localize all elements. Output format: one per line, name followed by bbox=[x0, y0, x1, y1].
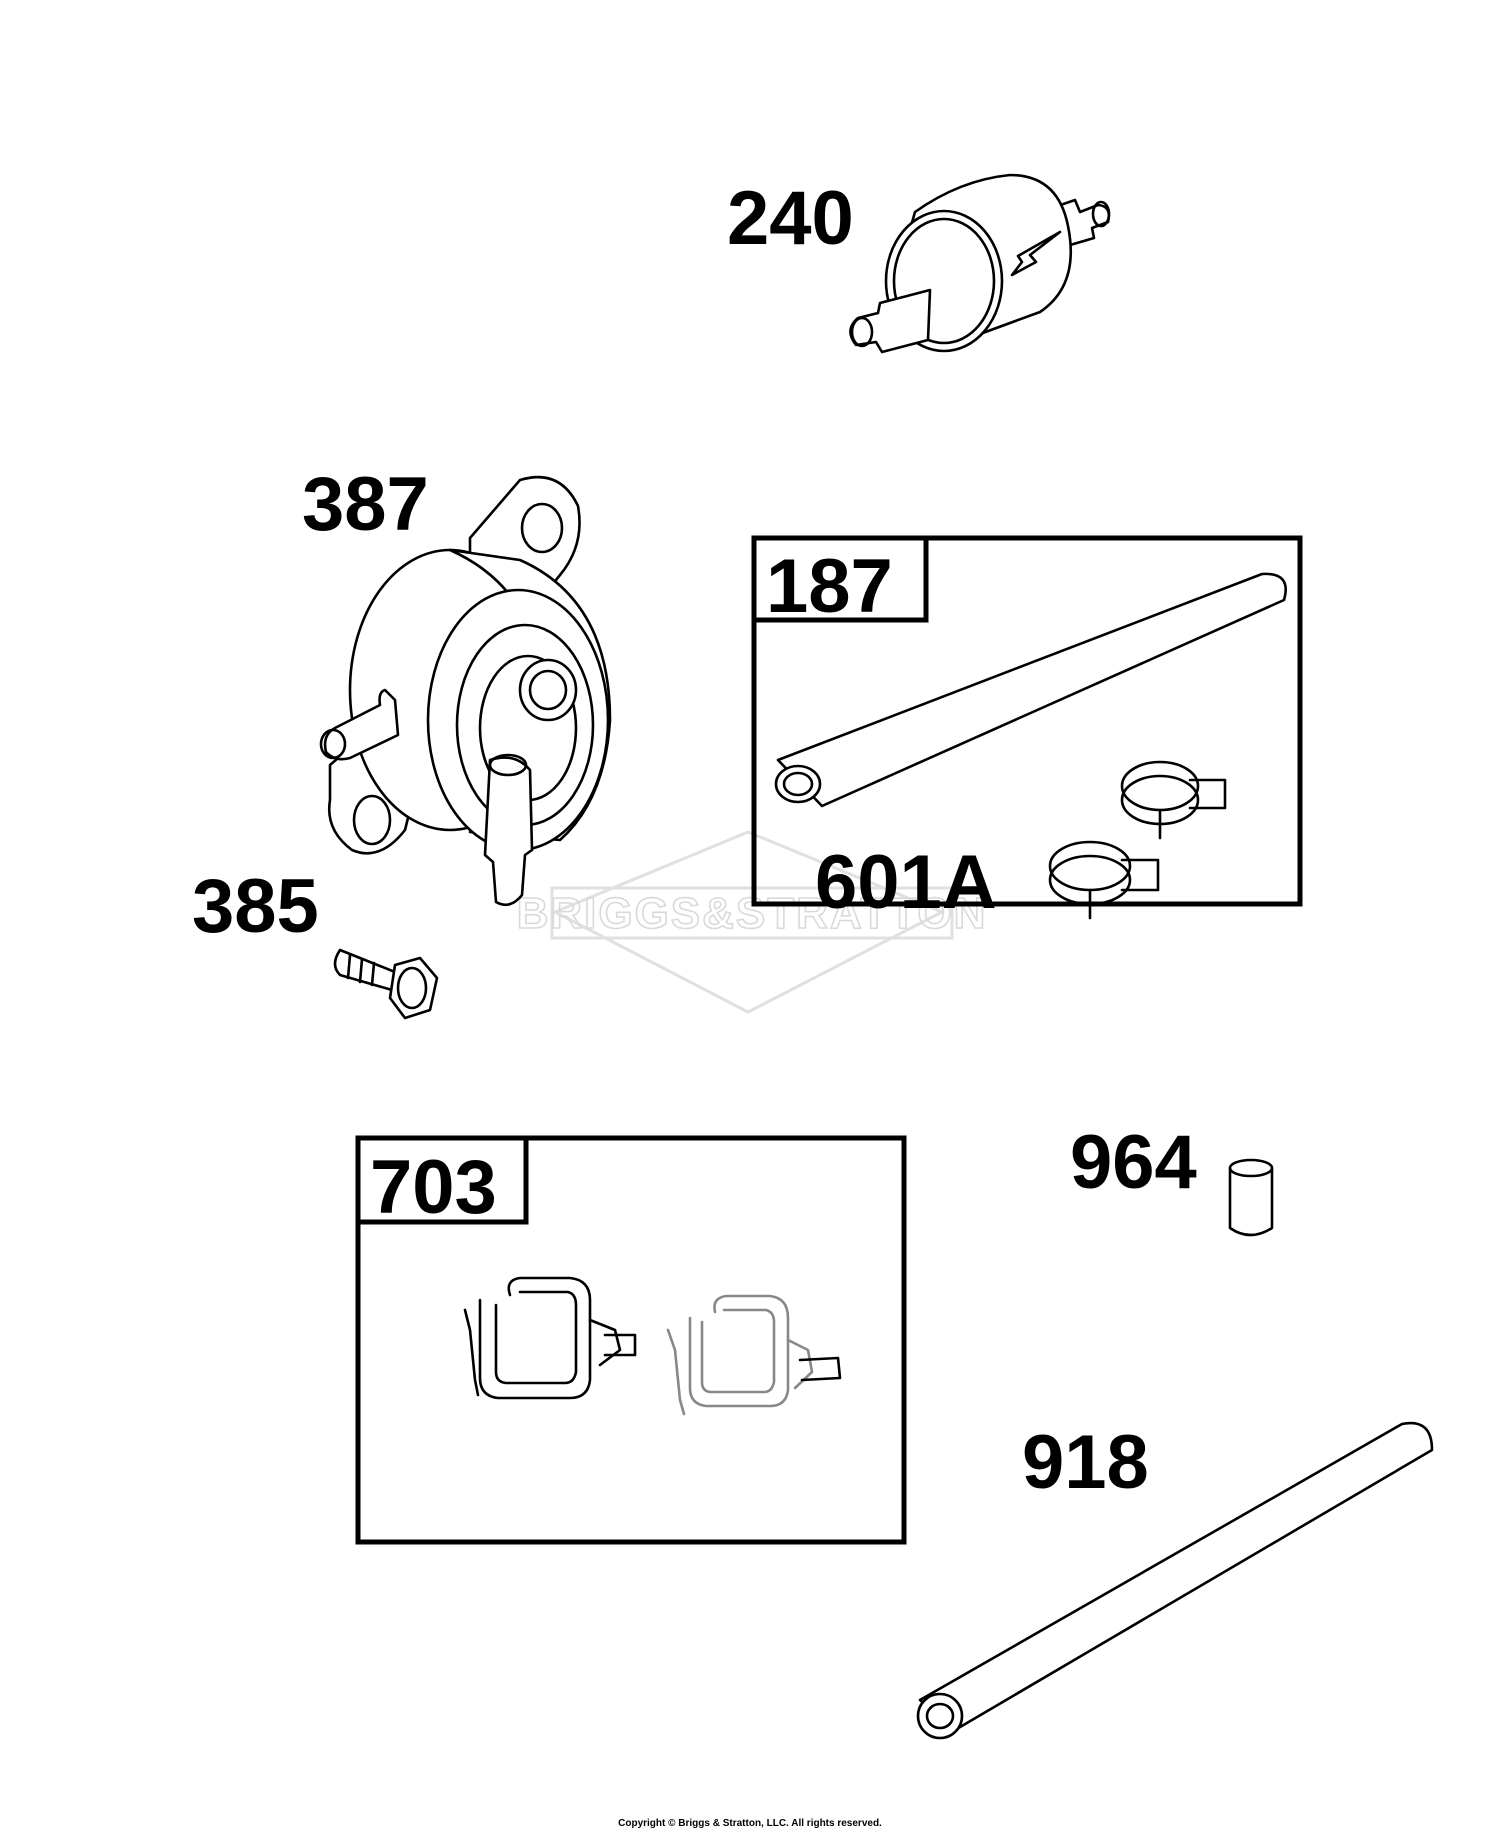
part-number-964: 964 bbox=[1070, 1120, 1197, 1205]
kit-box-187 bbox=[751, 535, 1303, 907]
watermark-text: BRIGGS&STRATTON bbox=[517, 889, 988, 938]
part-number-240: 240 bbox=[727, 176, 854, 261]
hose-clamp-601a-lower[interactable] bbox=[1048, 840, 1160, 920]
part-number-385: 385 bbox=[192, 864, 319, 949]
fuel-pump-387[interactable] bbox=[319, 475, 612, 907]
screw-385[interactable] bbox=[333, 948, 439, 1020]
line-clip-703-black[interactable] bbox=[463, 1276, 637, 1400]
line-clip-703-grey[interactable] bbox=[666, 1294, 842, 1416]
kit-box-703-label-frame bbox=[358, 1138, 529, 1225]
kit-box-703 bbox=[355, 1135, 907, 1545]
briggs-stratton-watermark: BRIGGS&STRATTON bbox=[516, 830, 988, 1014]
hose-clamp-601a-upper[interactable] bbox=[1120, 760, 1227, 840]
copyright-notice: Copyright © Briggs & Stratton, LLC. All … bbox=[618, 1818, 882, 1829]
fuel-filter-240[interactable] bbox=[849, 173, 1111, 354]
sleeve-964[interactable] bbox=[1228, 1158, 1274, 1237]
part-number-187: 187 bbox=[766, 544, 893, 629]
fuel-line-187[interactable] bbox=[774, 572, 1287, 808]
part-number-387: 387 bbox=[302, 462, 429, 547]
part-number-703: 703 bbox=[370, 1145, 497, 1230]
part-number-918: 918 bbox=[1022, 1420, 1149, 1505]
fuel-line-918[interactable] bbox=[916, 1421, 1434, 1740]
kit-box-703-frame bbox=[355, 1135, 907, 1545]
part-number-601a: 601A bbox=[815, 840, 997, 925]
kit-box-187-frame bbox=[751, 535, 1303, 907]
kit-box-187-label-frame bbox=[754, 538, 929, 623]
